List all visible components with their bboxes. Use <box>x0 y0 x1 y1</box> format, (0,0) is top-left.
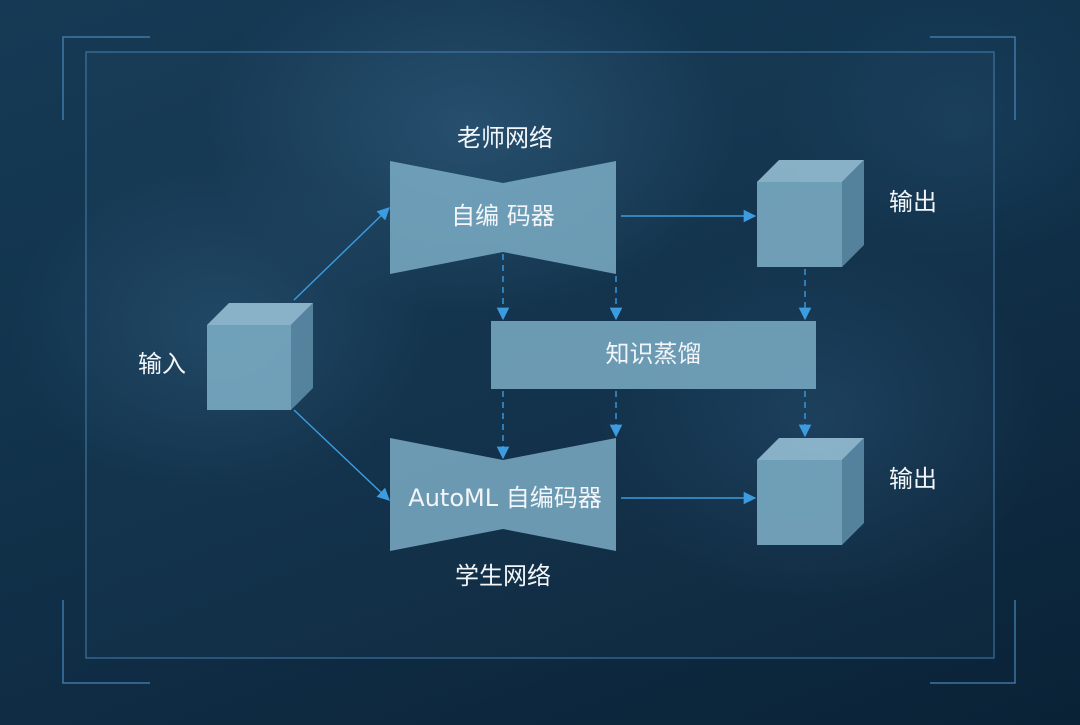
teacher-network-title: 老师网络 <box>457 124 553 152</box>
student-encoder-shape <box>390 438 616 551</box>
arrow-input-to-student <box>293 409 390 501</box>
corner-bracket-bottom-right <box>930 600 1016 684</box>
corner-bracket-top-left <box>62 36 150 120</box>
corner-bracket-top-right <box>930 36 1016 120</box>
arrow-input-to-teacher <box>293 207 390 301</box>
corner-bracket-bottom-left <box>62 600 150 684</box>
input-cube <box>207 303 313 410</box>
student-encoder-label: AutoML 自编码器 <box>408 484 602 512</box>
input-label: 输入 <box>138 350 186 378</box>
output-cube-bottom <box>757 438 864 545</box>
inner-frame <box>85 51 995 659</box>
output-label-top: 输出 <box>889 188 937 216</box>
teacher-encoder-label: 自编 码器 <box>451 202 555 230</box>
teacher-encoder-shape <box>390 161 616 274</box>
student-network-title: 学生网络 <box>455 562 551 590</box>
output-label-bottom: 输出 <box>889 465 937 493</box>
distillation-box <box>491 321 816 389</box>
distillation-label: 知识蒸馏 <box>605 340 702 368</box>
output-cube-top <box>757 160 864 267</box>
